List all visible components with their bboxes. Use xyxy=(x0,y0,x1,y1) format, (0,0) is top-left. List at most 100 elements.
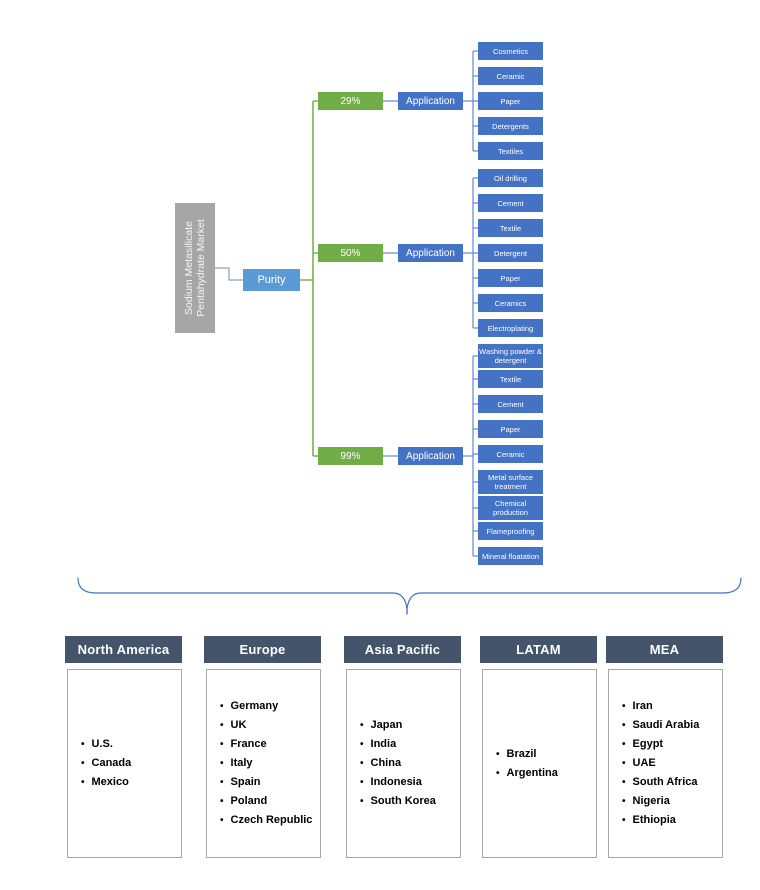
country-label: Germany xyxy=(230,700,279,712)
country-item: •Japan xyxy=(360,716,460,735)
country-label: Egypt xyxy=(632,738,664,750)
country-label: Japan xyxy=(370,719,403,731)
bullet-icon: • xyxy=(360,777,364,788)
purity-node: Purity xyxy=(243,269,300,291)
application-item: Ceramics xyxy=(478,294,543,312)
application-item: Chemical production xyxy=(478,496,543,520)
country-item: • Germany xyxy=(220,697,320,716)
country-item: • India xyxy=(360,735,460,754)
purity-share-node: 99% xyxy=(318,447,383,465)
bullet-icon: • xyxy=(220,739,224,750)
country-item: •Mexico xyxy=(81,773,181,792)
bullet-icon: • xyxy=(622,701,626,712)
country-label: Italy xyxy=(230,757,253,769)
country-item: •South Africa xyxy=(622,773,722,792)
country-item: • Ethiopia xyxy=(622,811,722,830)
bullet-icon: • xyxy=(220,777,224,788)
bullet-icon: • xyxy=(81,758,85,769)
country-label: UAE xyxy=(632,757,656,769)
application-item: Electroplating xyxy=(478,319,543,337)
country-item: •Argentina xyxy=(496,764,596,783)
country-item: • Spain xyxy=(220,773,320,792)
application-item-label: Flameproofing xyxy=(486,526,535,536)
country-label: Ethiopia xyxy=(632,814,676,826)
region-header-mea: MEA xyxy=(606,636,723,663)
purity-share-node-label: 29% xyxy=(340,95,361,107)
application-item: Ceramic xyxy=(478,67,543,85)
purity-share-node: 50% xyxy=(318,244,383,262)
country-label: France xyxy=(230,738,267,750)
application-node-label: Application xyxy=(406,247,455,259)
bullet-icon: • xyxy=(360,739,364,750)
application-item: Textile xyxy=(478,370,543,388)
application-node: Application xyxy=(398,447,463,465)
bullet-icon: • xyxy=(622,758,626,769)
region-header-asia-pacific: Asia Pacific xyxy=(344,636,461,663)
bullet-icon: • xyxy=(220,758,224,769)
brace xyxy=(406,577,742,615)
country-item: •Poland xyxy=(220,792,320,811)
bullet-icon: • xyxy=(220,815,224,826)
application-item-label: Textile xyxy=(499,374,522,384)
country-label: Indonesia xyxy=(370,776,422,788)
application-item: Textiles xyxy=(478,142,543,160)
application-item: Paper xyxy=(478,92,543,110)
country-item: •South Korea xyxy=(360,792,460,811)
country-label: China xyxy=(370,757,402,769)
country-label: Spain xyxy=(230,776,261,788)
country-item: • Iran xyxy=(622,697,722,716)
country-item: • Canada xyxy=(81,754,181,773)
region-country-list: •Japan•India•China•Indonesia•South Korea xyxy=(346,669,461,858)
country-label: U.S. xyxy=(91,738,113,750)
application-item: Cosmetics xyxy=(478,42,543,60)
country-label: Iran xyxy=(632,700,653,712)
root-node xyxy=(175,203,215,333)
application-item-label: Chemical production xyxy=(492,499,529,517)
bullet-icon: • xyxy=(220,796,224,807)
application-item: Cement xyxy=(478,395,543,413)
country-item: •Nigeria xyxy=(622,792,722,811)
application-item: Cement xyxy=(478,194,543,212)
country-item: •UK xyxy=(220,716,320,735)
application-item: Detergents xyxy=(478,117,543,135)
country-label: Canada xyxy=(91,757,132,769)
application-item-label: Metal surface treatment xyxy=(487,473,534,491)
brace xyxy=(77,577,408,615)
application-item-label: Textiles xyxy=(497,146,523,156)
region-header-europe: Europe xyxy=(204,636,321,663)
bullet-icon: • xyxy=(622,720,626,731)
country-item: • Indonesia xyxy=(360,773,460,792)
application-item-label: Cement xyxy=(497,399,524,409)
application-item-label: Paper xyxy=(500,96,521,106)
country-item: • Czech Republic xyxy=(220,811,320,830)
application-item-label: Cement xyxy=(497,198,524,208)
application-item: Flameproofing xyxy=(478,522,543,540)
country-label: India xyxy=(370,738,397,750)
bullet-icon: • xyxy=(622,815,626,826)
application-item: Oil drilling xyxy=(478,169,543,187)
application-item: Detergent xyxy=(478,244,543,262)
purity-share-node-label: 50% xyxy=(340,247,361,259)
country-item: • France xyxy=(220,735,320,754)
application-item-label: Ceramics xyxy=(494,298,527,308)
application-item-label: Detergent xyxy=(494,248,527,258)
region-header-latam: LATAM xyxy=(480,636,597,663)
application-item-label: Mineral floatation xyxy=(481,551,540,561)
purity-share-node: 29% xyxy=(318,92,383,110)
country-label: South Korea xyxy=(370,795,436,807)
purity-share-node-label: 99% xyxy=(340,450,361,462)
country-label: Argentina xyxy=(506,766,558,779)
application-item: Textile xyxy=(478,219,543,237)
application-item-label: Electroplating xyxy=(487,323,534,333)
country-item: • UAE xyxy=(622,754,722,773)
application-item: Ceramic xyxy=(478,445,543,463)
country-label: Czech Republic xyxy=(230,814,313,826)
bullet-icon: • xyxy=(622,777,626,788)
region-country-list: •Germany•UK•France•Italy•Spain•Poland•Cz… xyxy=(206,669,321,858)
region-country-list: •Brazil•Argentina xyxy=(482,669,597,858)
application-item-label: Paper xyxy=(500,273,521,283)
application-item-label: Detergents xyxy=(492,121,529,131)
bullet-icon: • xyxy=(81,777,85,788)
bullet-icon: • xyxy=(220,701,224,712)
